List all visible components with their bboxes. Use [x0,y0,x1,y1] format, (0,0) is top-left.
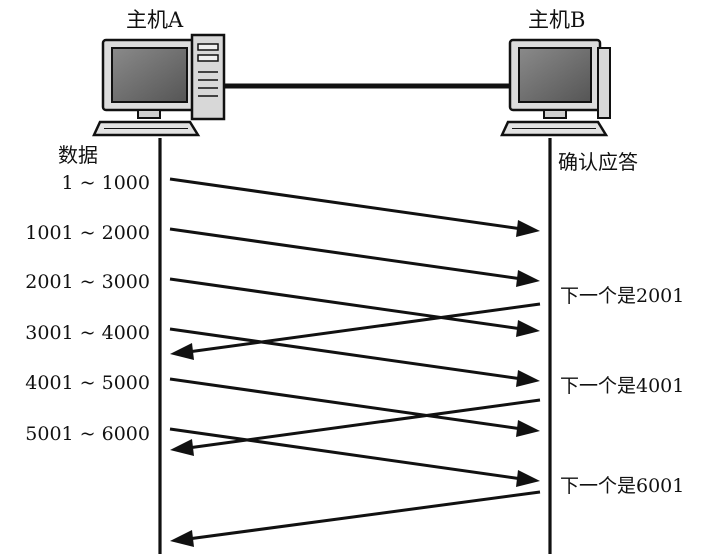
host-b-computer-icon [500,38,611,137]
segment-label: 1 ~ 1000 [62,172,150,194]
data-segment-arrow [169,227,540,287]
host-b-label: 主机B [528,8,585,32]
data-segment-arrow [169,177,540,237]
data-segment-arrow [169,377,540,437]
segment-label: 2001 ~ 3000 [25,271,150,293]
ack-label: 下一个是2001 [560,285,684,307]
data-column-label: 数据 [58,143,98,167]
ack-column-label: 确认应答 [558,150,638,174]
ack-label: 下一个是4001 [560,375,684,397]
data-segment-arrow [169,427,540,487]
ack-arrow [170,302,541,360]
ack-label: 下一个是6001 [560,475,684,497]
data-segment-arrow [169,327,540,387]
host-a-computer-icon [92,33,226,137]
host-a-label: 主机A [126,8,184,32]
data-segment-arrow [169,277,540,337]
segment-label: 4001 ~ 5000 [25,372,150,394]
segment-label: 1001 ~ 2000 [25,222,150,244]
ack-arrow [170,398,541,456]
segment-label: 3001 ~ 4000 [25,322,150,344]
ack-arrow [170,490,541,547]
segment-label: 5001 ~ 6000 [25,423,150,445]
